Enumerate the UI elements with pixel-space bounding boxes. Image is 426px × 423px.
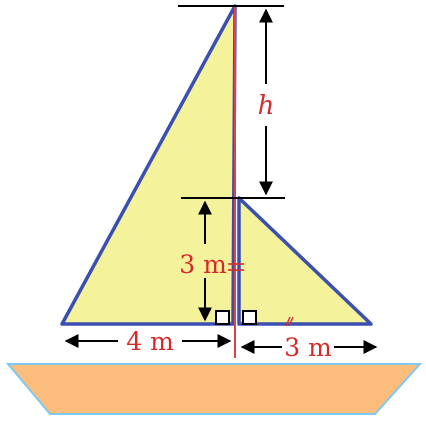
right-base-tick-marks xyxy=(285,316,294,327)
right-angle-marker-left xyxy=(215,310,230,325)
equal-tick-marks xyxy=(228,263,244,271)
left-base-label: 4 m xyxy=(126,327,174,356)
boat-hull xyxy=(5,363,423,415)
right-angle-marker-right xyxy=(242,310,257,325)
short-side-label: 3 m xyxy=(179,250,227,279)
right-base-label: 3 m xyxy=(284,333,332,362)
height-label: h xyxy=(258,91,275,121)
right-sail xyxy=(237,196,373,326)
